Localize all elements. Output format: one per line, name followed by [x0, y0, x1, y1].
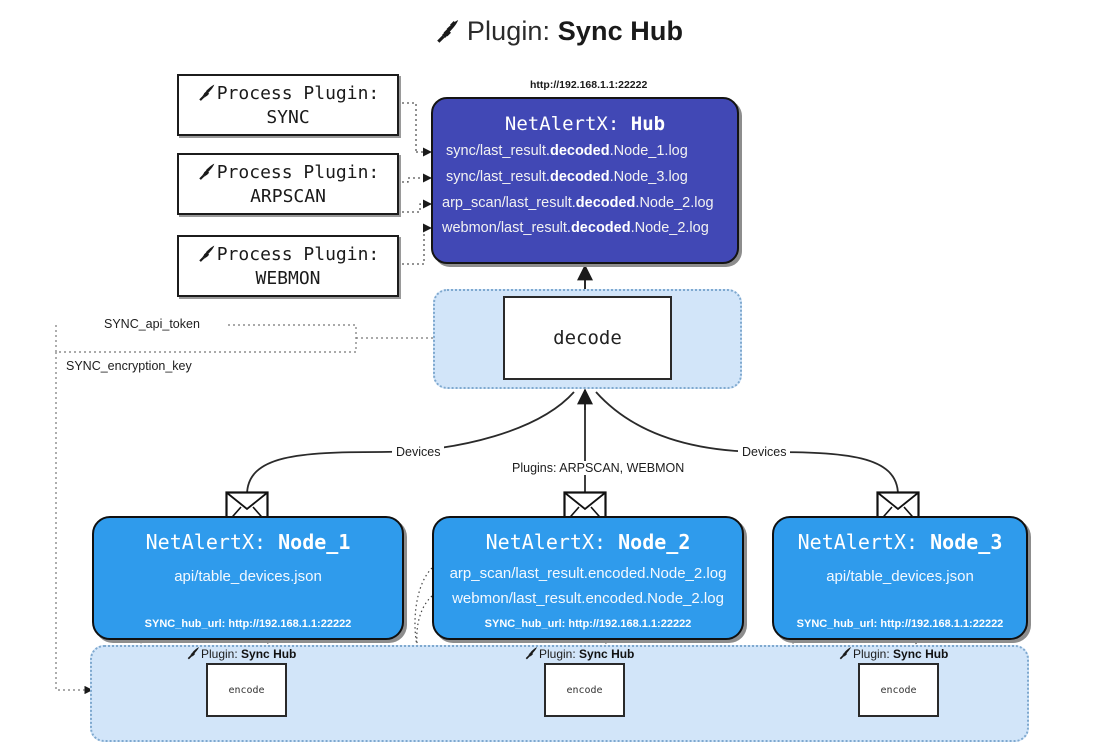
hub-log-row: arp_scan/last_result.decoded.Node_2.log	[442, 195, 714, 211]
hub-log-row: webmon/last_result.decoded.Node_2.log	[442, 220, 709, 236]
process-plugin-name: SYNC	[266, 106, 310, 128]
encode-box-3[interactable]: encode	[858, 663, 939, 717]
node-line: arp_scan/last_result.encoded.Node_2.log	[449, 565, 727, 582]
plug-icon	[524, 646, 539, 661]
secret-label-api-token: SYNC_api_token	[100, 317, 204, 331]
node-title: NetAlertX: Node_1	[145, 530, 351, 554]
process-plugin-name: ARPSCAN	[250, 185, 326, 207]
plug-icon	[186, 646, 201, 661]
encode-box-1[interactable]: encode	[206, 663, 287, 717]
edge-label-devices-right: Devices	[738, 445, 791, 459]
title-prefix: Plugin:	[466, 16, 551, 46]
encode-caption-name: Sync Hub	[579, 646, 635, 661]
encode-caption-2: Plugin: Sync Hub	[524, 646, 634, 661]
encode-box-2[interactable]: encode	[544, 663, 625, 717]
plug-icon	[197, 162, 217, 183]
process-plugin-label: Process Plugin:	[216, 82, 380, 104]
process-plugin-name: WEBMON	[255, 267, 321, 289]
plug-icon	[197, 83, 217, 104]
hub-log-row: sync/last_result.decoded.Node_1.log	[446, 143, 688, 159]
process-plugin-label: Process Plugin:	[216, 243, 380, 265]
hub-address: http://192.168.1.1:22222	[530, 79, 648, 91]
node-footer: SYNC_hub_url: http://192.168.1.1:22222	[144, 618, 352, 630]
node-box-1[interactable]: NetAlertX: Node_1 api/table_devices.json…	[92, 516, 404, 640]
hub-title-name: Hub	[630, 113, 666, 135]
encode-caption-name: Sync Hub	[241, 646, 297, 661]
encode-caption-name: Sync Hub	[893, 646, 949, 661]
node-line: api/table_devices.json	[826, 568, 974, 585]
hub-box[interactable]: NetAlertX: Hub sync/last_result.decoded.…	[431, 97, 739, 264]
page-title: Plugin: Sync Hub	[0, 16, 1117, 51]
edge-label-plugins-center: Plugins: ARPSCAN, WEBMON	[508, 461, 689, 475]
encode-caption-prefix: Plugin:	[853, 646, 890, 661]
process-plugin-box-webmon[interactable]: Process Plugin: WEBMON	[177, 235, 399, 297]
encode-caption-prefix: Plugin:	[201, 646, 238, 661]
encode-caption-3: Plugin: Sync Hub	[838, 646, 948, 661]
node-box-3[interactable]: NetAlertX: Node_3 api/table_devices.json…	[772, 516, 1028, 640]
node-footer: SYNC_hub_url: http://192.168.1.1:22222	[796, 618, 1004, 630]
encode-caption-prefix: Plugin:	[539, 646, 576, 661]
process-plugin-box-arpscan[interactable]: Process Plugin: ARPSCAN	[177, 153, 399, 215]
plug-icon	[434, 18, 462, 51]
node-line: api/table_devices.json	[174, 568, 322, 585]
decode-box[interactable]: decode	[503, 296, 672, 380]
node-footer: SYNC_hub_url: http://192.168.1.1:22222	[484, 618, 692, 630]
hub-title-prefix: NetAlertX:	[504, 113, 620, 135]
process-plugin-label: Process Plugin:	[216, 161, 380, 183]
hub-log-row: sync/last_result.decoded.Node_3.log	[446, 169, 688, 185]
node-title: NetAlertX: Node_2	[485, 530, 691, 554]
plug-icon	[838, 646, 853, 661]
node-title: NetAlertX: Node_3	[797, 530, 1003, 554]
secret-label-encryption-key: SYNC_encryption_key	[62, 359, 196, 373]
hub-title: NetAlertX: Hub	[433, 113, 737, 135]
node-box-2[interactable]: NetAlertX: Node_2 arp_scan/last_result.e…	[432, 516, 744, 640]
process-plugin-box-sync[interactable]: Process Plugin: SYNC	[177, 74, 399, 136]
title-name: Sync Hub	[557, 16, 684, 46]
encode-caption-1: Plugin: Sync Hub	[186, 646, 296, 661]
edge-label-devices-left: Devices	[392, 445, 445, 459]
node-line: webmon/last_result.encoded.Node_2.log	[452, 590, 724, 607]
plug-icon	[197, 244, 217, 265]
